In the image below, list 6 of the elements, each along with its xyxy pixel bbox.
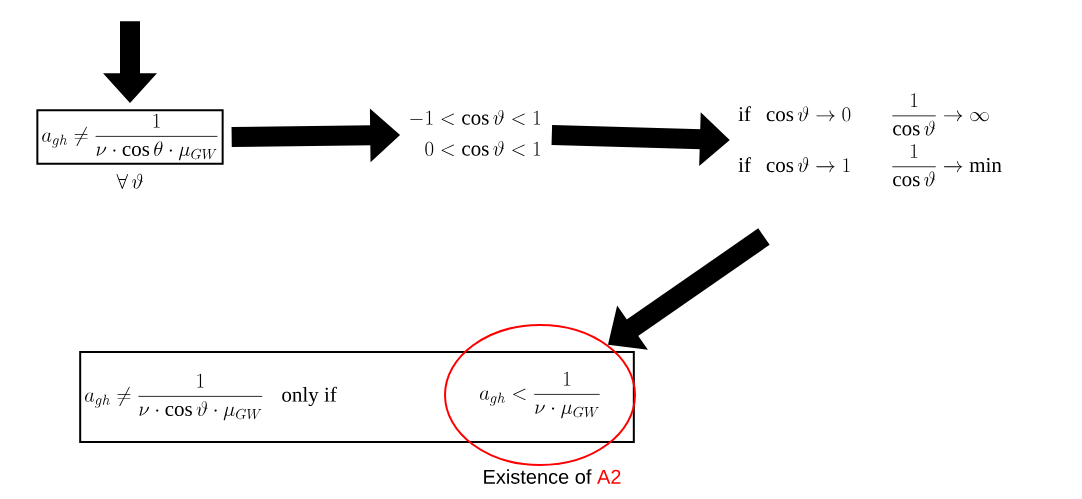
formula-box: $a_{gh} \neq \frac{1}{\nu\cdot\cos\theta\cdot\mu_{GW}}$ <box>36 109 224 165</box>
caption-text: Existence of A2 <box>484 469 621 484</box>
block-arrow <box>608 228 770 350</box>
inequalities-text: $-1<\cos\vartheta<1$ $0<\cos\vartheta<1$ <box>410 109 541 157</box>
limits-text: $\mathrm{if}\;\;\cos\vartheta\to 0$ $\frac{1}{\cos\vartheta}\to\infty$ $\mathrm{if}\;\;\cos\vartheta\to 1$ $\frac{1}{\cos\vartheta}\to\min$ <box>738 93 1002 187</box>
quantifier-label: $\forall\,\vartheta$ <box>116 173 143 189</box>
